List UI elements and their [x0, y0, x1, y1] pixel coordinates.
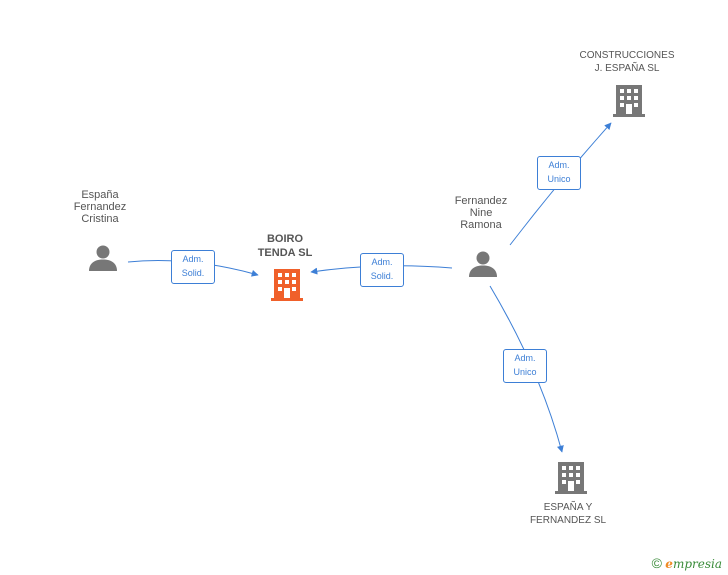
copyright-icon: ©: [651, 555, 662, 571]
edge-label-ramona-espana-y-fernandez[interactable]: Adm. Unico: [503, 349, 547, 383]
node-label-espana-fernandez-cristina: España Fernandez Cristina: [73, 189, 127, 225]
empresia-logo: © empresia: [652, 555, 722, 571]
node-label-construcciones: CONSTRUCCIONES J. ESPAÑA SL: [579, 50, 675, 74]
building-icon-boiro-tenda[interactable]: [271, 268, 303, 302]
building-icon-espana-y-fernandez[interactable]: [555, 461, 587, 495]
edge-label-ramona-boiro[interactable]: Adm. Solid.: [360, 253, 404, 287]
brand-name: empresia: [665, 557, 722, 571]
node-label-espana-y-fernandez: ESPAÑA Y FERNANDEZ SL: [529, 502, 607, 526]
person-icon[interactable]: [88, 243, 118, 273]
edge-label-cristina-boiro[interactable]: Adm. Solid.: [171, 250, 215, 284]
node-label-fernandez-nine-ramona: Fernandez Nine Ramona: [454, 195, 508, 231]
building-icon-construcciones[interactable]: [613, 84, 645, 118]
node-label-boiro-tenda: BOIRO TENDA SL: [257, 233, 313, 259]
edge-label-ramona-construcciones[interactable]: Adm. Unico: [537, 156, 581, 190]
person-icon[interactable]: [468, 249, 498, 279]
